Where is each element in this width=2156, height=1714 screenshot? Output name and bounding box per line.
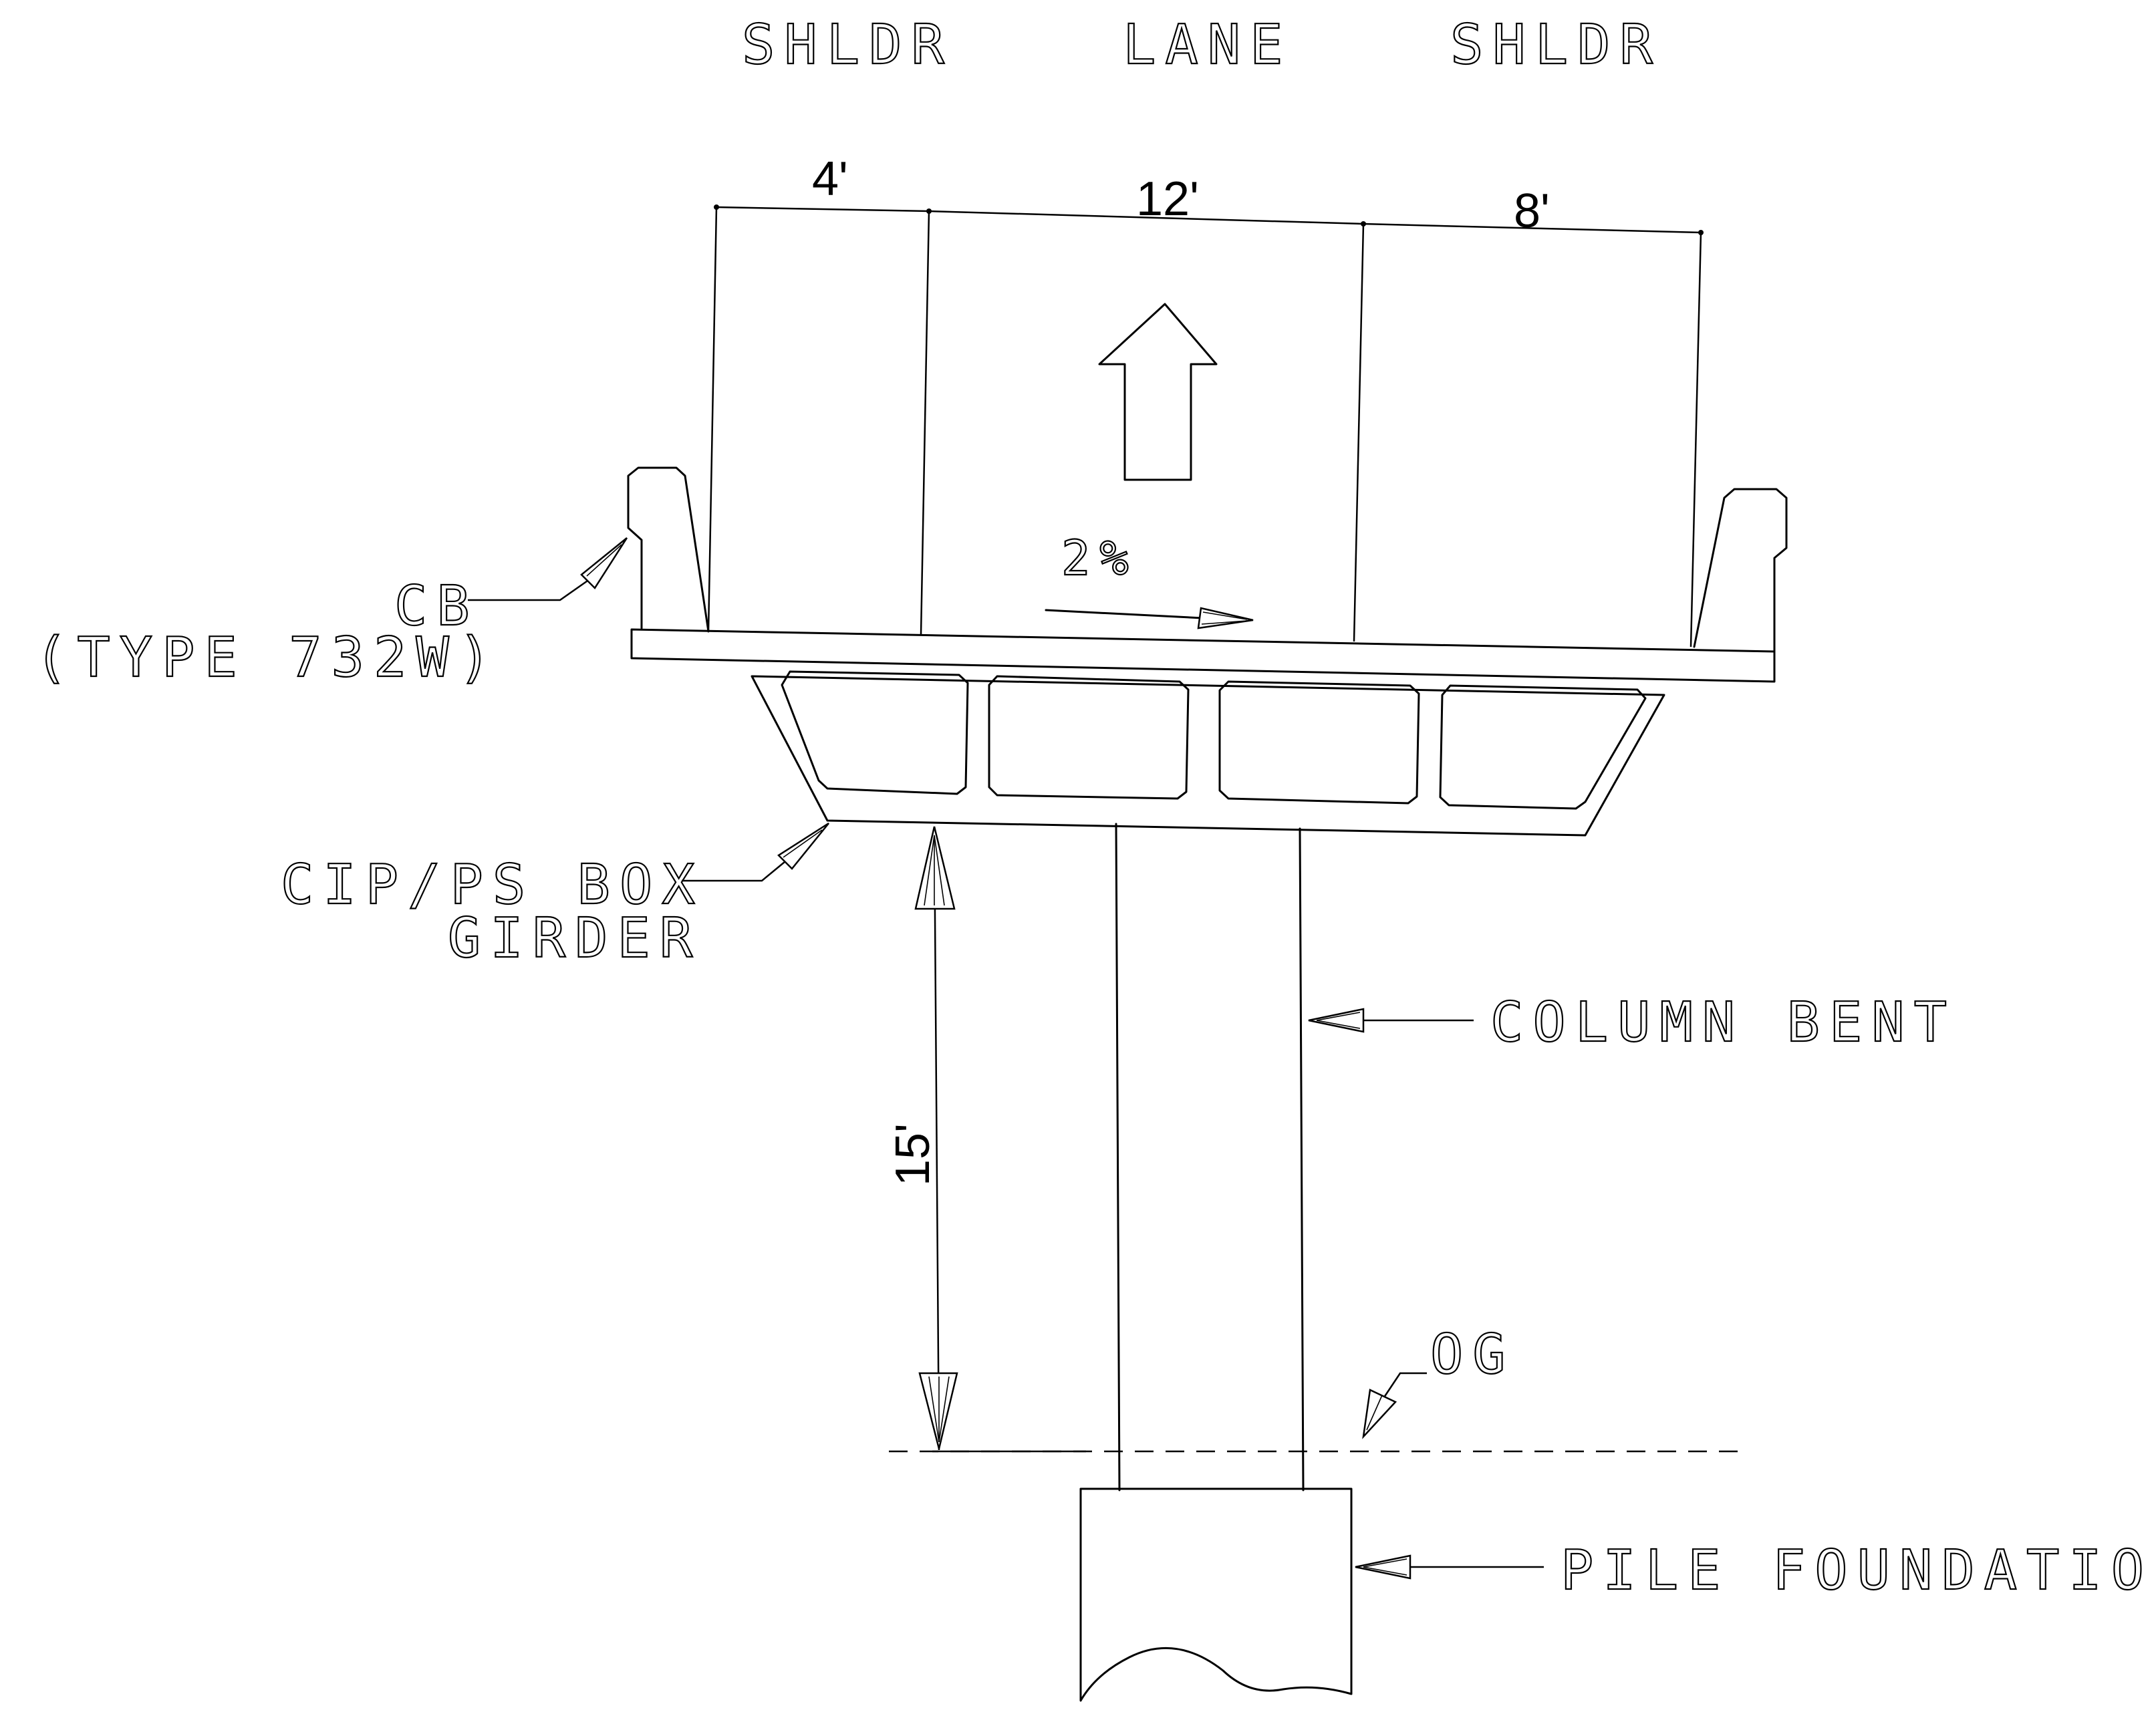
ground-leader <box>1362 1372 1427 1439</box>
deck-slab <box>630 628 1776 683</box>
cross-slope-arrow <box>1045 607 1254 629</box>
left-barrier <box>627 466 710 633</box>
column-callout: COLUMN BENT <box>1490 991 1956 1054</box>
pile-foundation <box>1079 1487 1353 1702</box>
right-shoulder-label: SHLDR <box>1450 13 1662 77</box>
barrier-callout-line2: (TYPE 732W) <box>35 626 501 690</box>
barrier-callout-line1: CB <box>394 575 479 638</box>
foundation-leader <box>1355 1554 1544 1580</box>
girder-callout-line1: CIP/PS BOX <box>281 853 704 917</box>
lane-division-lines <box>707 206 1702 648</box>
width-dimension-line <box>714 204 1704 235</box>
foundation-callout: PILE FOUNDATION <box>1561 1539 2156 1602</box>
cross-slope-label: 2% <box>1061 530 1138 586</box>
girder-leader <box>682 822 829 882</box>
traffic-direction-arrow <box>1098 303 1218 481</box>
lane-dimension: 12' <box>1136 172 1199 226</box>
box-girder-cells <box>781 670 1647 810</box>
column-bent <box>1115 823 1305 1491</box>
column-leader <box>1308 1008 1474 1033</box>
right-shoulder-dimension: 8' <box>1514 184 1550 238</box>
left-shoulder-label: SHLDR <box>742 13 954 77</box>
box-girder-soffit <box>751 675 1665 837</box>
vertical-clearance-label: 15' <box>886 1123 940 1186</box>
girder-callout-line2: GIRDER <box>448 907 702 970</box>
lane-label: LANE <box>1123 13 1292 77</box>
vertical-clearance-dimension <box>914 826 1086 1453</box>
ground-callout: OG <box>1430 1323 1515 1387</box>
left-shoulder-dimension: 4' <box>812 152 848 206</box>
barrier-leader <box>468 537 628 601</box>
right-barrier <box>1693 488 1788 653</box>
